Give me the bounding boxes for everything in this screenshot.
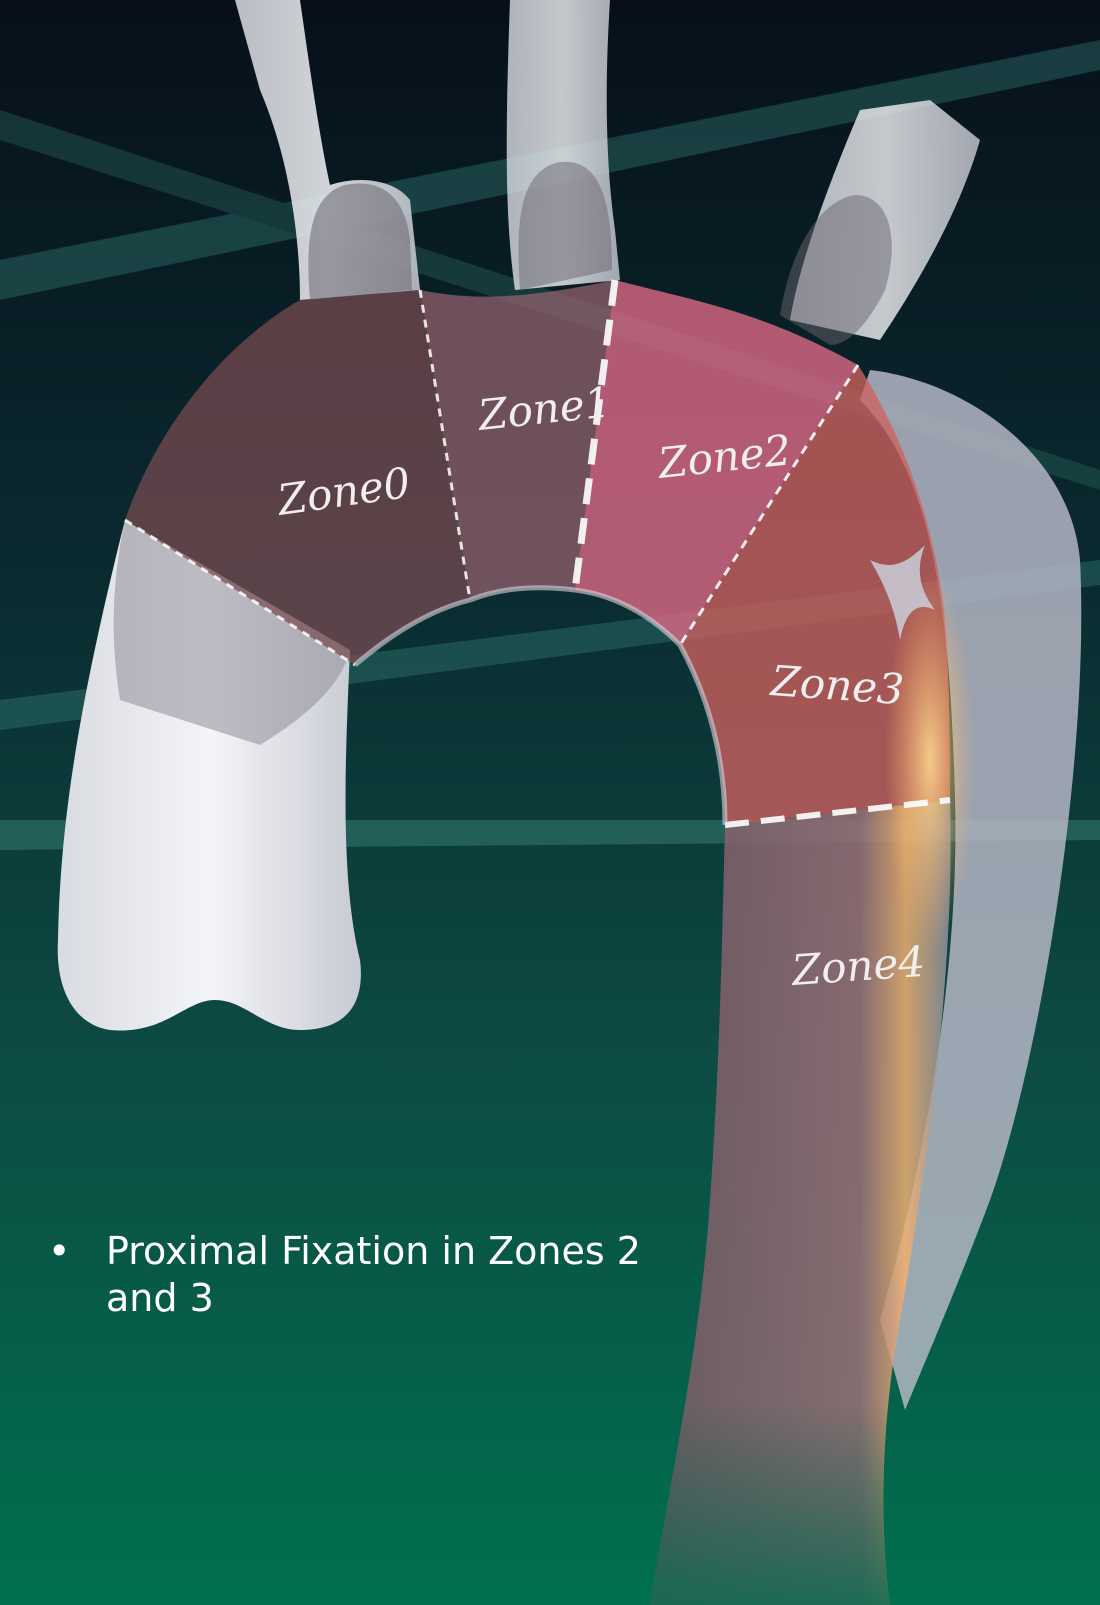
bullet-list: • Proximal Fixation in Zones 2 and 3 [48,1228,688,1322]
bullet-item: • Proximal Fixation in Zones 2 and 3 [48,1228,688,1322]
descending-aorta-fade [650,800,951,1605]
zone-3-label: Zone3 [767,656,905,714]
bullet-text: Proximal Fixation in Zones 2 and 3 [106,1229,641,1320]
zone-4-label: Zone4 [788,937,926,995]
bullet-marker: • [48,1228,70,1275]
